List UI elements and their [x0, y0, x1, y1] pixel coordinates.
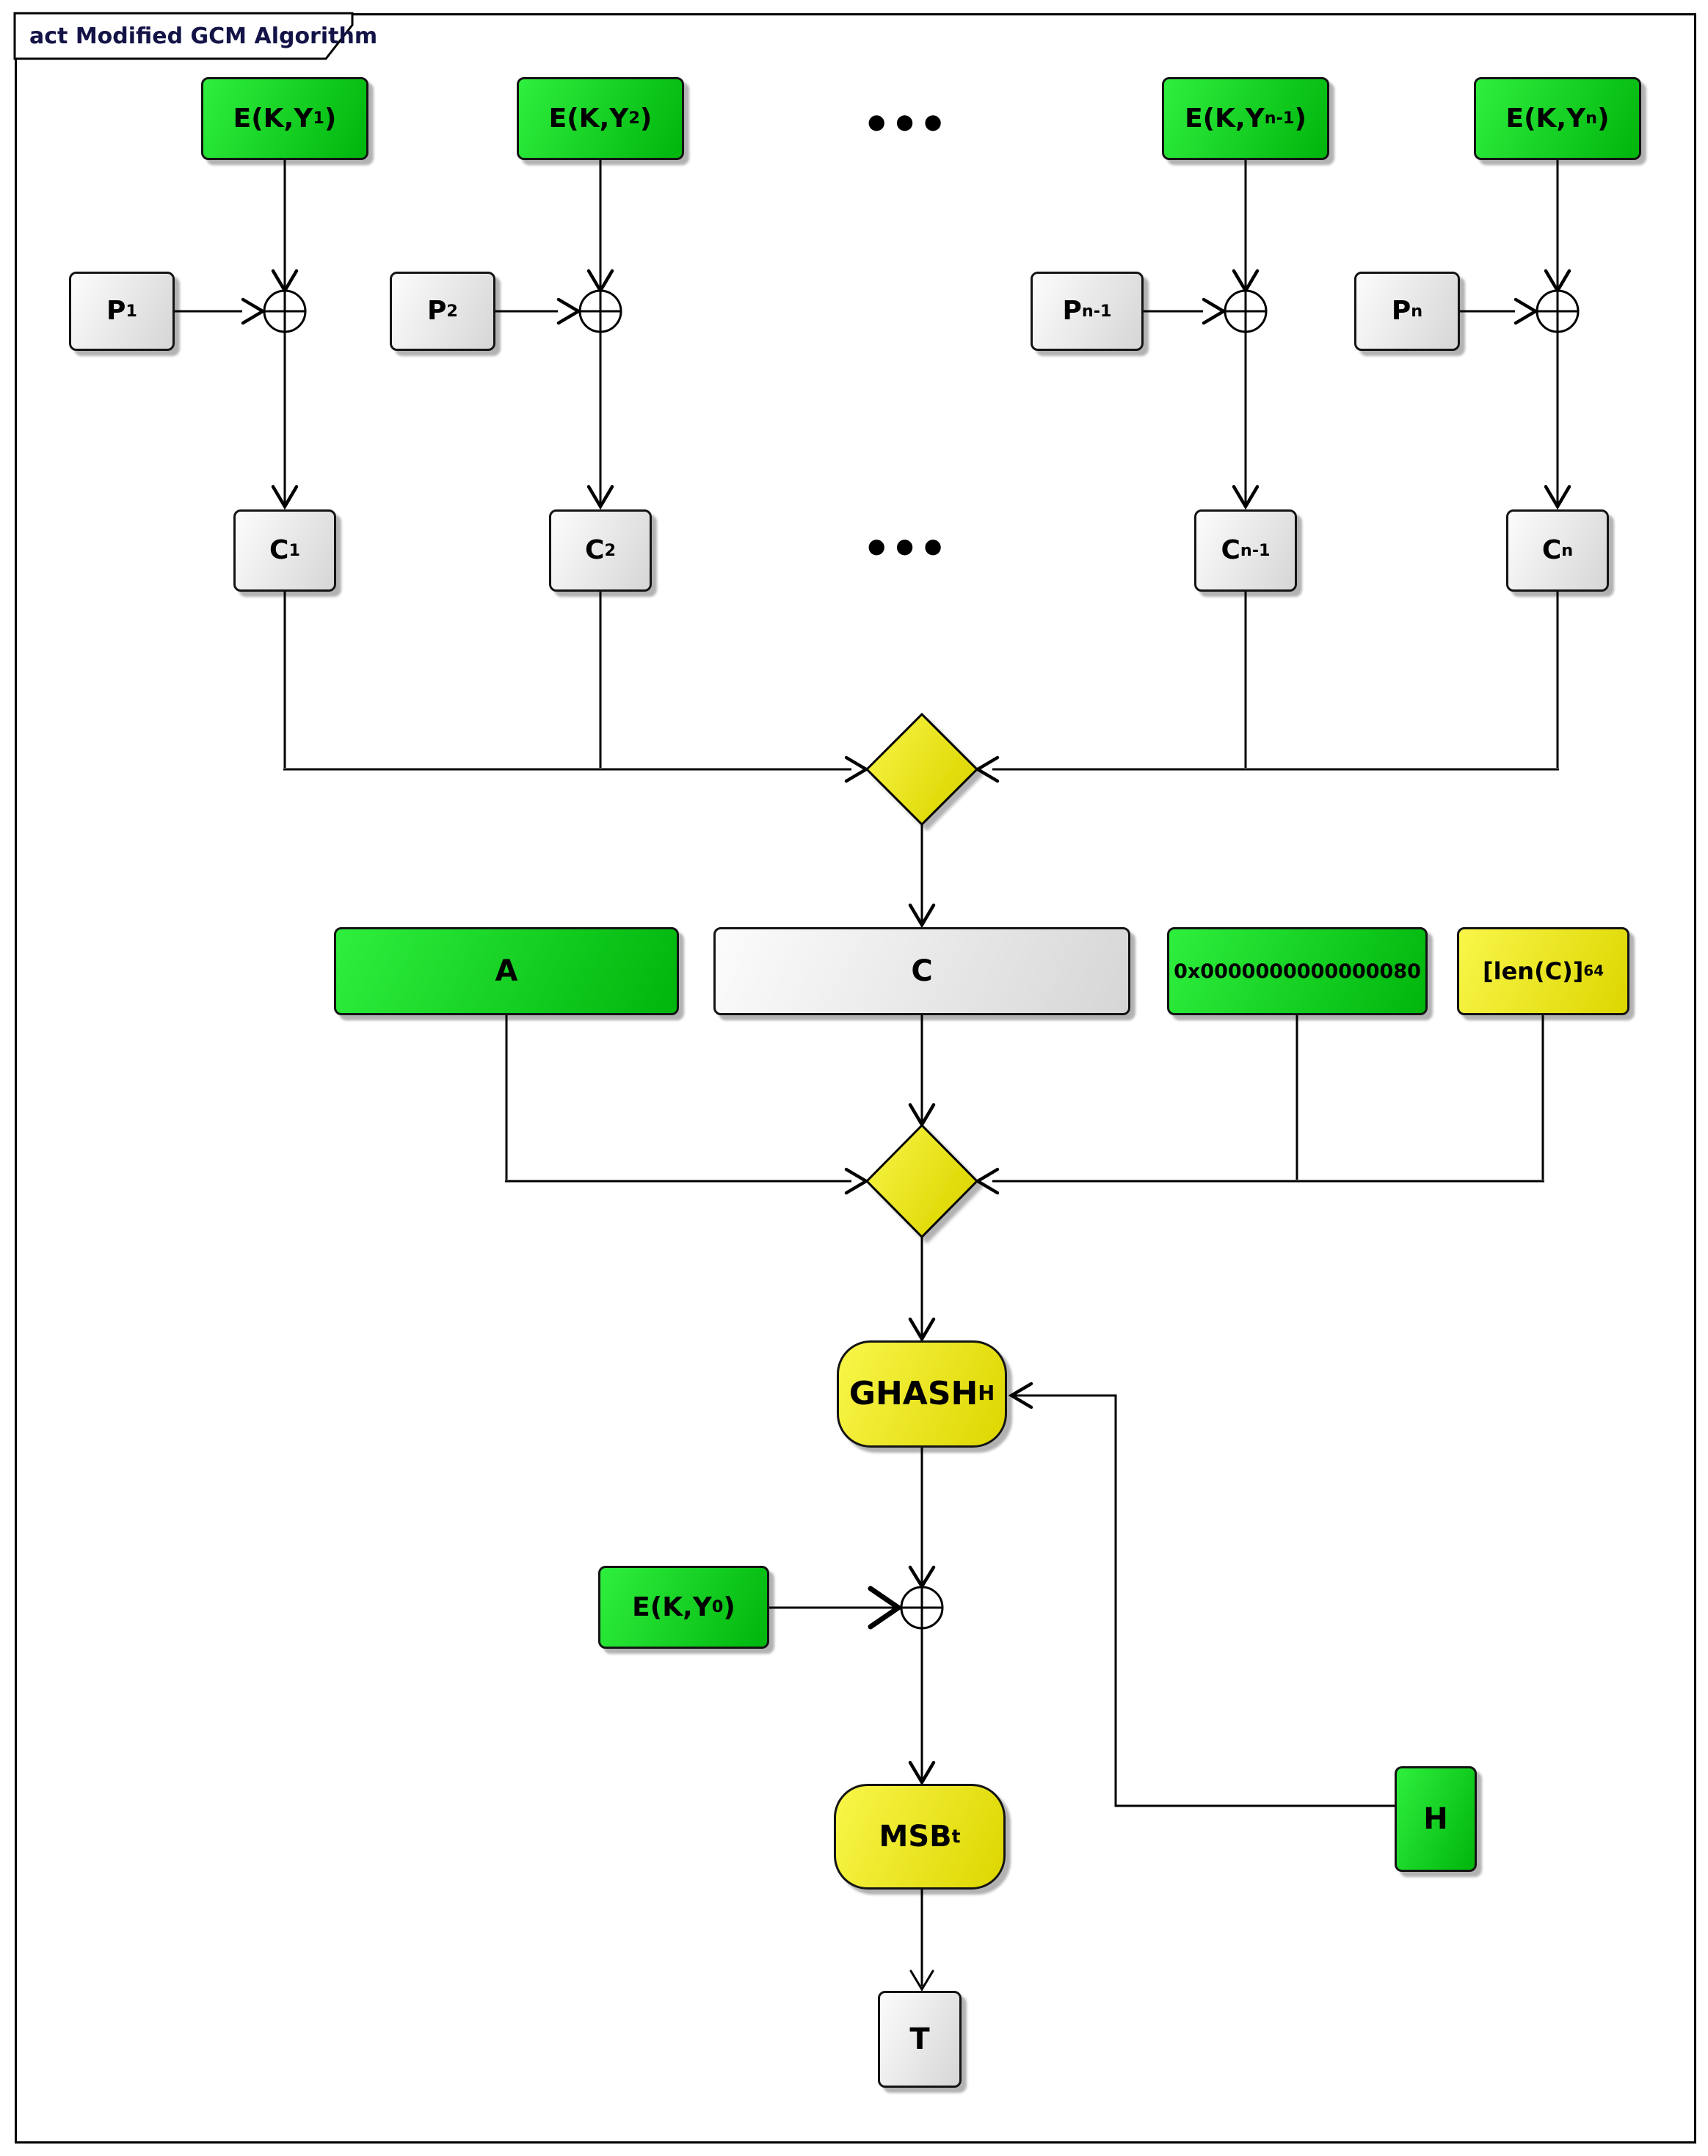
label-segment: 64: [1583, 962, 1605, 980]
label-segment: P: [106, 296, 126, 326]
label-segment: P: [427, 296, 447, 326]
flow-lines: [175, 160, 1559, 1986]
xor-icons: [263, 289, 1580, 1630]
label-segment: [len(C)]: [1482, 957, 1584, 985]
xor-icon-4[interactable]: [1536, 289, 1580, 333]
label-segment: C: [1221, 535, 1240, 565]
label-segment: E(K,Y: [548, 103, 629, 134]
label-segment: T: [909, 2022, 930, 2056]
label-segment: n: [1411, 301, 1423, 321]
frame-title: act Modified GCM Algorithm: [29, 23, 378, 49]
arrowhead-into-t: [909, 1970, 934, 1992]
label-segment: ): [1294, 103, 1307, 134]
label-segment: n-1: [1264, 109, 1295, 128]
label-segment: 1: [126, 301, 137, 321]
label-segment: 2: [628, 109, 640, 128]
node-aad[interactable]: A: [334, 927, 679, 1015]
label-segment: C: [911, 954, 933, 988]
ellipsis-top: ●●●: [868, 109, 953, 134]
label-segment: E(K,Y: [233, 103, 313, 134]
arrowhead-eky0-xor: [868, 1586, 904, 1630]
xor-icon-1[interactable]: [263, 289, 307, 333]
ellipsis-middle: ●●●: [868, 534, 953, 558]
label-segment: n-1: [1081, 301, 1112, 321]
label-segment: P: [1391, 296, 1411, 326]
node-len-c[interactable]: [len(C)]64: [1457, 927, 1629, 1015]
label-segment: ): [324, 103, 337, 134]
xor-icon-2[interactable]: [578, 289, 622, 333]
label-segment: MSB: [879, 1820, 952, 1854]
label-segment: E(K,Y: [1185, 103, 1265, 134]
title-tab-shape: [13, 12, 354, 60]
label-segment: 1: [288, 540, 300, 560]
node-h-subkey[interactable]: H: [1395, 1766, 1477, 1872]
node-tag[interactable]: T: [878, 1991, 962, 2088]
label-segment: 2: [604, 540, 616, 560]
node-pad-constant[interactable]: 0x0000000000000080: [1167, 927, 1428, 1015]
label-segment: 0: [711, 1597, 724, 1617]
label-segment: n: [1561, 540, 1574, 560]
label-segment: ): [1597, 103, 1610, 134]
label-segment: C: [585, 535, 605, 565]
label-segment: ): [723, 1591, 735, 1622]
label-segment: C: [1541, 535, 1562, 565]
label-segment: A: [495, 954, 518, 988]
xor-icon-3[interactable]: [1224, 289, 1268, 333]
label-segment: H: [978, 1382, 995, 1406]
label-segment: GHASH: [848, 1375, 978, 1412]
label-segment: E(K,Y: [1505, 103, 1586, 134]
label-segment: n: [1585, 109, 1598, 128]
label-segment: E(K,Y: [632, 1591, 712, 1622]
label-segment: H: [1423, 1802, 1448, 1836]
label-segment: n-1: [1240, 540, 1271, 560]
node-ciphertext-concat[interactable]: C: [713, 927, 1130, 1015]
arrowheads: [241, 269, 1571, 1786]
label-segment: C: [269, 535, 289, 565]
merge-diamond-2[interactable]: [865, 1123, 979, 1239]
label-segment: t: [951, 1825, 961, 1847]
label-segment: 2: [446, 301, 458, 321]
diagram-frame-border: [15, 13, 1696, 2144]
xor-icon-final[interactable]: [900, 1586, 944, 1630]
label-segment: 1: [313, 109, 324, 128]
label-segment: 0x0000000000000080: [1174, 959, 1421, 983]
label-segment: P: [1062, 296, 1082, 326]
merge-diamond-1[interactable]: [865, 712, 979, 827]
label-segment: ): [639, 103, 653, 134]
